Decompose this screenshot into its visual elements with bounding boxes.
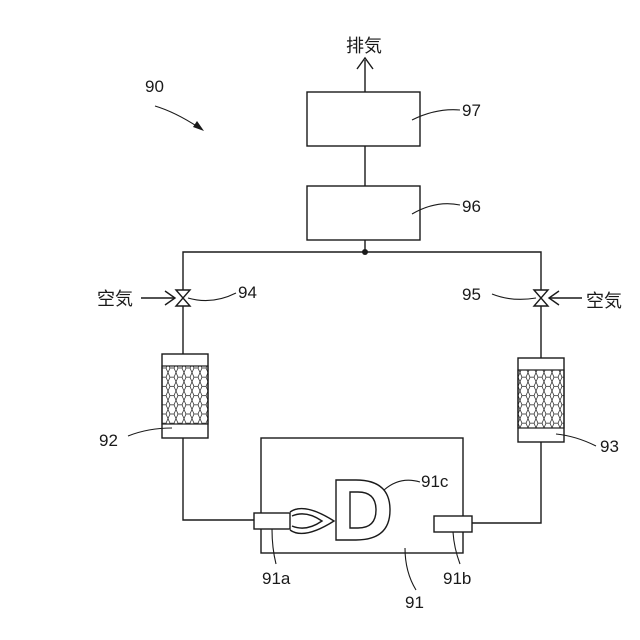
valve-94 (176, 290, 190, 306)
filter-92 (162, 354, 208, 438)
lead-95 (492, 294, 536, 299)
label-port-91b: 91b (443, 569, 471, 588)
burner-91a (254, 513, 290, 529)
label-burner-91a: 91a (262, 569, 291, 588)
filter-93 (518, 358, 564, 442)
label-filter-92: 92 (99, 431, 118, 450)
label-valve-95: 95 (462, 285, 481, 304)
label-filter-93: 93 (600, 437, 619, 456)
label-unit-97: 97 (462, 101, 481, 120)
label-chamber-91: 91 (405, 593, 424, 612)
manifold-line (183, 252, 541, 290)
label-valve-94: 94 (238, 283, 257, 302)
unit-97 (307, 92, 420, 146)
label-unit-96: 96 (462, 197, 481, 216)
label-air-left: 空気 (97, 289, 133, 310)
lead-91 (405, 548, 416, 590)
unit-96 (307, 186, 420, 240)
label-exhaust: 排気 (346, 36, 382, 57)
label-system-90: 90 (145, 77, 164, 96)
label-air-right: 空気 (586, 291, 622, 312)
valve-95 (534, 290, 548, 306)
lead-94 (188, 293, 236, 301)
port-91b (434, 516, 472, 532)
pipe-93-to-port (472, 442, 541, 523)
chamber-91 (261, 438, 463, 553)
pipe-92-to-burner (183, 438, 254, 520)
system-pointer-arrow (155, 106, 198, 127)
system-pointer-arrowhead (193, 121, 204, 131)
label-vessel-91c: 91c (421, 472, 449, 491)
